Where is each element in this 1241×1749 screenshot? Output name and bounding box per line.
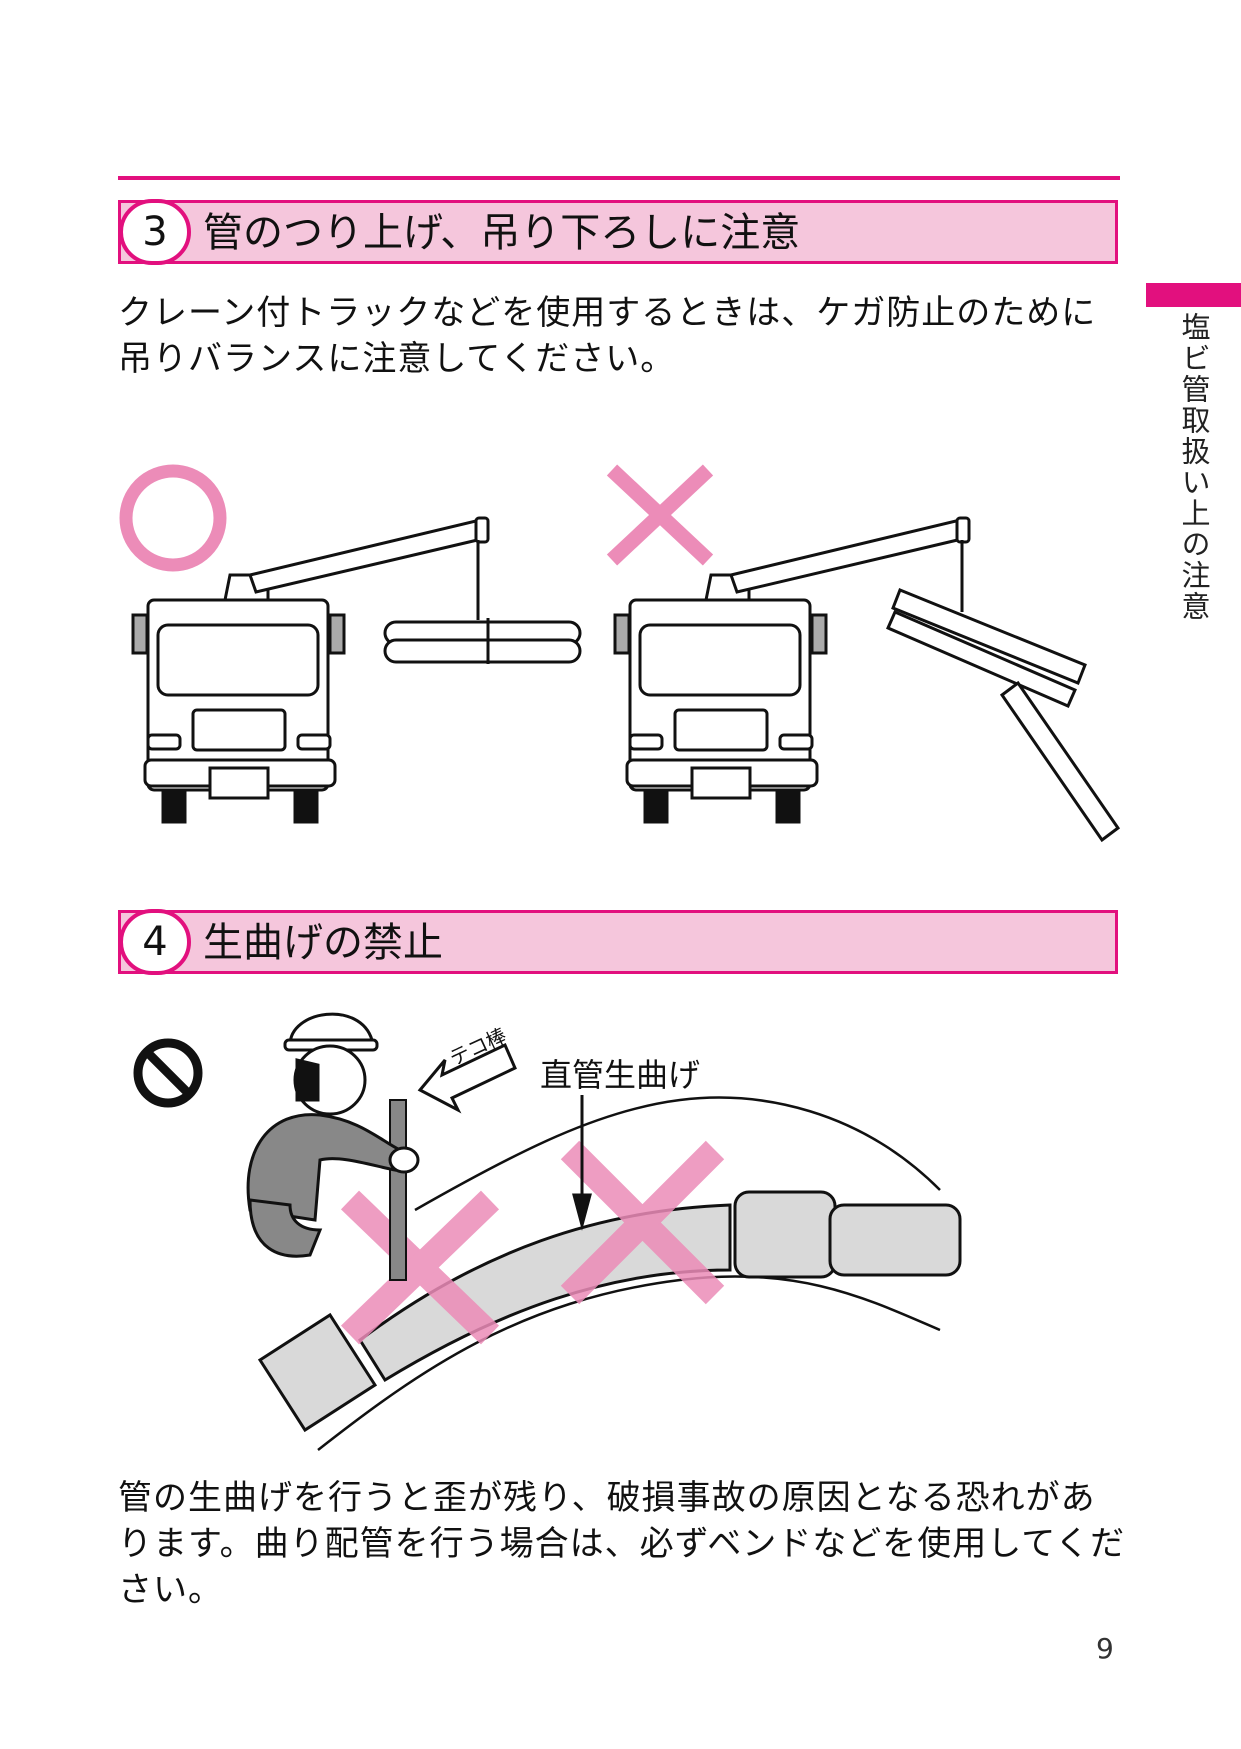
side-tab	[1146, 283, 1241, 307]
section-3-header: 3 管のつり上げ、吊り下ろしに注意	[118, 199, 1118, 265]
trench-outline	[317, 1096, 941, 1451]
sidebar-label: 塩ビ管取扱い上の注意	[1177, 312, 1211, 622]
ng-cross-left-icon	[340, 1190, 500, 1345]
pipe-socket-left	[257, 1312, 378, 1433]
page-number: 9	[1096, 1632, 1114, 1665]
ng-cross-right-icon	[560, 1140, 725, 1305]
callout-arrow	[572, 1095, 592, 1231]
section-4-header: 4 生曲げの禁止	[118, 909, 1118, 975]
lever-tag-arrow	[417, 1042, 517, 1114]
lever-bar	[389, 1099, 407, 1281]
prohibited-icon	[133, 1038, 203, 1108]
section-3-number: 3	[119, 199, 191, 265]
section-4-number: 4	[119, 909, 191, 975]
top-rule	[118, 176, 1120, 180]
section-4-title: 生曲げの禁止	[203, 920, 443, 966]
worker-figure	[246, 1012, 420, 1258]
section-3-title: 管のつり上げ、吊り下ろしに注意	[203, 210, 801, 256]
bent-pipe	[357, 1203, 732, 1383]
section-4-body: 管の生曲げを行うと歪が残り、破損事故の原因となる恐れがあります。曲り配管を行う場…	[118, 1478, 1126, 1610]
callout-label: 直管生曲げ	[540, 1056, 701, 1094]
pipe-socket-right	[733, 1190, 962, 1279]
section-3-body: クレーン付トラックなどを使用するときは、ケガ防止のために吊りバランスに注意してく…	[118, 293, 1097, 379]
